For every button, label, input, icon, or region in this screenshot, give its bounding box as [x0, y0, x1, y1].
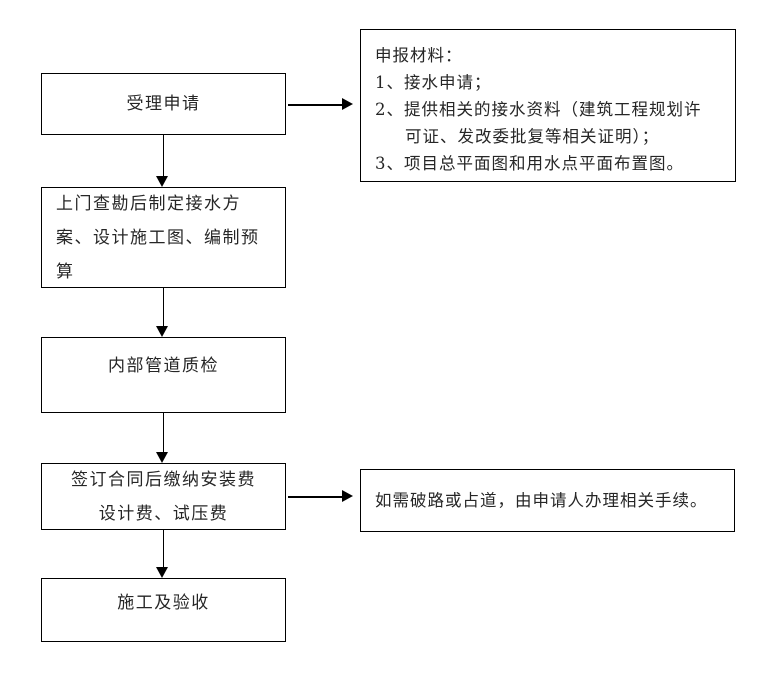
- arrow-down-icon: [156, 452, 168, 463]
- connector-step1-to-step2: [162, 135, 165, 176]
- flow-node-label: 上门查勘后制定接水方 案、设计施工图、编制预 算: [56, 193, 260, 282]
- note-line: 1、接水申请；: [375, 73, 492, 92]
- arrow-down-icon: [156, 176, 168, 187]
- connector-step4-to-road-note: [288, 496, 343, 498]
- flow-node-construction-and-acceptance[interactable]: 施工及验收: [41, 578, 286, 642]
- arrow-right-icon: [342, 490, 353, 502]
- connector-step1-to-materials-note: [288, 104, 343, 106]
- flow-node-contract-and-fees[interactable]: 签订合同后缴纳安装费 设计费、试压费: [41, 463, 286, 530]
- flow-node-label: 内部管道质检: [108, 356, 219, 376]
- connector-step2-to-step3: [162, 288, 165, 326]
- arrow-down-icon: [156, 326, 168, 337]
- note-line: 申报材料：: [375, 46, 463, 65]
- note-road-occupation: 如需破路或占道，由申请人办理相关手续。: [360, 469, 735, 532]
- flow-node-survey-and-design[interactable]: 上门查勘后制定接水方 案、设计施工图、编制预 算: [41, 187, 286, 288]
- note-line: 2、提供相关的接水资料（建筑工程规划许: [375, 100, 702, 119]
- note-line: 可证、发改委批复等相关证明）；: [405, 127, 660, 146]
- connector-step3-to-step4: [162, 413, 165, 452]
- arrow-right-icon: [342, 98, 353, 110]
- flow-node-label: 签订合同后缴纳安装费 设计费、试压费: [71, 469, 256, 524]
- flow-node-label: 受理申请: [126, 94, 201, 114]
- flow-node-accept-application[interactable]: 受理申请: [41, 73, 286, 135]
- note-required-materials: 申报材料： 1、接水申请； 2、提供相关的接水资料（建筑工程规划许 可证、发改委…: [360, 29, 736, 182]
- arrow-down-icon: [156, 567, 168, 578]
- note-line: 3、项目总平面图和用水点平面布置图。: [375, 154, 684, 173]
- connector-step4-to-step5: [162, 530, 165, 567]
- flow-node-internal-pipe-inspection[interactable]: 内部管道质检: [41, 337, 286, 413]
- flow-node-label: 施工及验收: [117, 593, 210, 613]
- note-line: 如需破路或占道，由申请人办理相关手续。: [375, 490, 708, 510]
